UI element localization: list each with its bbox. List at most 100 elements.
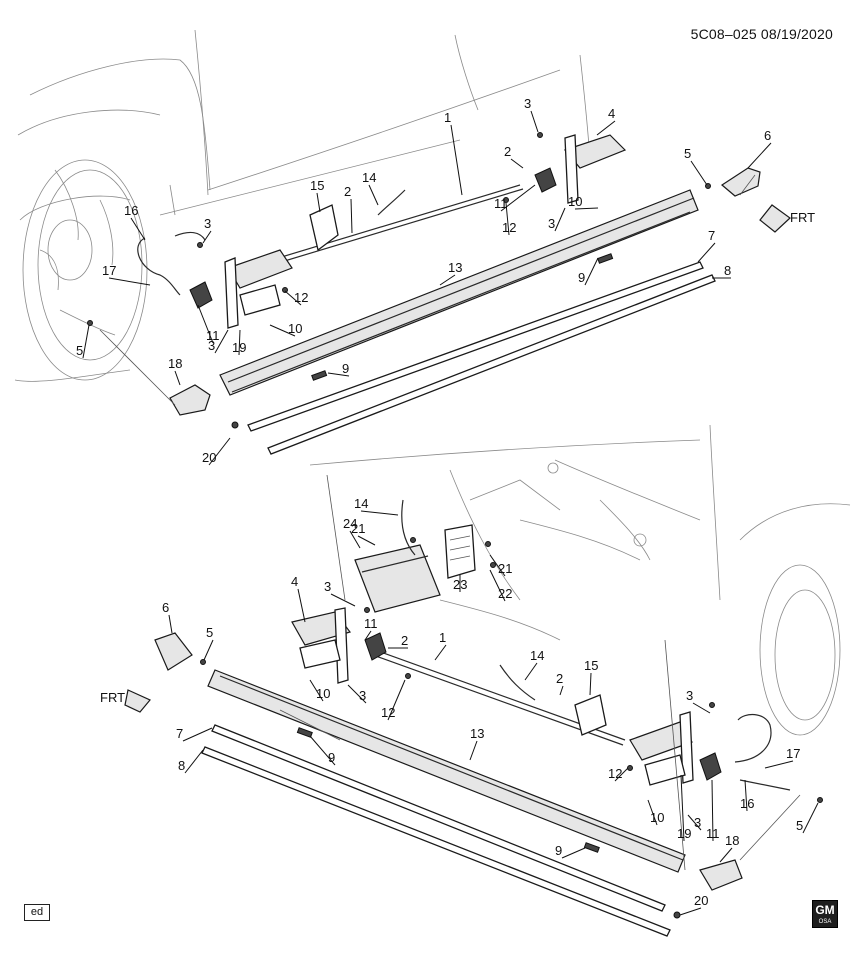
top-callout-9: 9 bbox=[578, 270, 585, 285]
top-callout-8: 8 bbox=[724, 263, 731, 278]
top-leader-2 bbox=[350, 198, 353, 234]
top-leader-21 bbox=[439, 274, 456, 286]
top-leader-1 bbox=[510, 158, 524, 169]
bottom-assembly bbox=[154, 474, 823, 937]
part-7-trim-top bbox=[247, 261, 704, 432]
bottom-leader-32 bbox=[489, 569, 506, 602]
bottom-leader-18 bbox=[711, 779, 714, 842]
bottom-leader-9 bbox=[802, 802, 819, 834]
top-callout-11: 11 bbox=[206, 328, 220, 343]
bottom-callout-22: 22 bbox=[498, 586, 512, 601]
top-leader-16 bbox=[269, 324, 296, 337]
top-callout-11: 11 bbox=[494, 196, 508, 211]
bottom-leader-1 bbox=[559, 685, 564, 696]
top-callout-2: 2 bbox=[504, 144, 511, 159]
bottom-callout-24: 24 bbox=[343, 516, 357, 531]
bottom-leader-31 bbox=[489, 554, 506, 577]
part-6-end-cap-top bbox=[720, 167, 761, 197]
bottom-callout-10: 10 bbox=[650, 810, 664, 825]
gm-logo-sub: OSA bbox=[818, 919, 832, 925]
part-1-rod-top bbox=[254, 184, 521, 266]
bottom-callout-1: 1 bbox=[439, 630, 446, 645]
part-13-step-board-top bbox=[219, 189, 699, 396]
top-callout-10: 10 bbox=[568, 194, 582, 209]
bottom-callout-3: 3 bbox=[686, 688, 693, 703]
top-callout-14: 14 bbox=[362, 170, 376, 185]
bottom-leader-28 bbox=[680, 774, 685, 842]
part-11-link-right-top bbox=[534, 167, 557, 193]
part-14-harness-top bbox=[377, 189, 406, 216]
bottom-callout-2: 2 bbox=[401, 633, 408, 648]
top-callout-15: 15 bbox=[310, 178, 324, 193]
bottom-callout-18: 18 bbox=[725, 833, 739, 848]
bottom-leader-15 bbox=[309, 679, 324, 702]
bottom-callout-3: 3 bbox=[694, 815, 701, 830]
part-19-motor-bottom bbox=[629, 721, 693, 761]
gm-logo-text: GM bbox=[815, 903, 835, 917]
top-leader-14 bbox=[327, 372, 350, 377]
top-leader-15 bbox=[574, 207, 599, 210]
bottom-leader-19 bbox=[387, 679, 406, 721]
top-leader-7 bbox=[596, 120, 616, 136]
top-vehicle-outline bbox=[14, 29, 591, 382]
top-leader-23 bbox=[316, 192, 321, 213]
bottom-vehicle-outline bbox=[309, 424, 851, 736]
bottom-callout-12: 12 bbox=[381, 705, 395, 720]
bottom-callout-8: 8 bbox=[178, 758, 185, 773]
bottom-leader-26 bbox=[764, 760, 794, 769]
part-15-bracket-bottom bbox=[574, 694, 607, 736]
part-16-harness-top bbox=[137, 237, 181, 296]
top-leader-6 bbox=[214, 329, 229, 354]
bottom-leader-22 bbox=[360, 510, 399, 516]
top-leader-27 bbox=[238, 329, 241, 356]
top-leader-0 bbox=[450, 124, 463, 196]
bottom-leader-3 bbox=[330, 593, 356, 607]
bottom-callout-5: 5 bbox=[796, 818, 803, 833]
bottom-leader-25 bbox=[744, 779, 748, 812]
bottom-callout-15: 15 bbox=[584, 658, 598, 673]
part-11-link-left-top bbox=[189, 281, 213, 309]
part-23-bracket-bottom bbox=[444, 524, 476, 579]
top-leader-25 bbox=[108, 277, 151, 286]
top-leader-9 bbox=[82, 324, 90, 359]
bottom-leader-21 bbox=[469, 740, 478, 761]
bottom-callout-9: 9 bbox=[328, 750, 335, 765]
top-leader-4 bbox=[202, 230, 212, 244]
bottom-leader-30 bbox=[357, 535, 376, 546]
top-leader-22 bbox=[368, 184, 379, 206]
top-callout-12: 12 bbox=[502, 220, 516, 235]
part-14-harness-bottom bbox=[499, 664, 536, 701]
bottom-leader-29 bbox=[679, 907, 702, 916]
bottom-callout-21: 21 bbox=[498, 561, 512, 576]
bottom-leader-23 bbox=[524, 662, 538, 681]
bottom-leader-17 bbox=[364, 630, 372, 641]
bottom-leader-34 bbox=[349, 530, 361, 549]
front-label-bottom: FRT bbox=[100, 690, 125, 705]
top-callout-1: 1 bbox=[444, 110, 451, 125]
top-callout-12: 12 bbox=[294, 290, 308, 305]
top-callout-9: 9 bbox=[342, 361, 349, 376]
bottom-callout-2: 2 bbox=[556, 671, 563, 686]
top-callout-17: 17 bbox=[102, 263, 116, 278]
front-arrow-bottom: FRT bbox=[100, 689, 151, 713]
bottom-callout-3: 3 bbox=[359, 688, 366, 703]
top-leader-20 bbox=[284, 290, 302, 306]
top-leader-24 bbox=[130, 217, 146, 241]
top-leader-3 bbox=[530, 110, 539, 133]
top-callout-20: 20 bbox=[202, 450, 216, 465]
bottom-callout-23: 23 bbox=[453, 577, 467, 592]
top-callout-16: 16 bbox=[124, 203, 138, 218]
bottom-callout-14: 14 bbox=[354, 496, 368, 511]
bottom-leader-16 bbox=[647, 799, 658, 826]
top-leader-26 bbox=[174, 370, 181, 386]
bottom-leader-5 bbox=[692, 702, 711, 714]
gm-logo-icon: GM OSA bbox=[812, 900, 838, 928]
bottom-callout-13: 13 bbox=[470, 726, 484, 741]
top-callout-6: 6 bbox=[764, 128, 771, 143]
top-callout-13: 13 bbox=[448, 260, 462, 275]
part-20-fastener-bottom bbox=[673, 911, 681, 919]
bottom-leader-24 bbox=[589, 672, 592, 696]
